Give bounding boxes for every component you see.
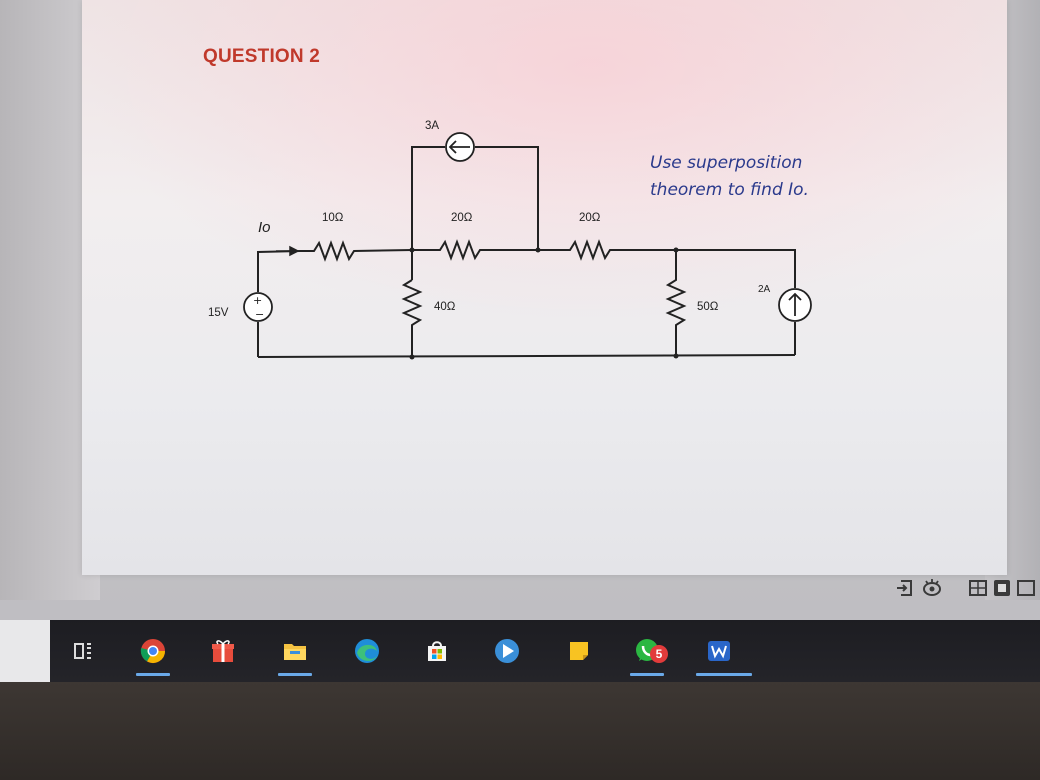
store-icon	[428, 641, 446, 661]
active-indicator	[696, 673, 752, 676]
svg-text:−: −	[255, 308, 264, 321]
file-explorer-icon	[284, 644, 306, 660]
voltage-source	[243, 292, 273, 322]
gift-button[interactable]	[200, 620, 246, 682]
active-indicator	[136, 673, 170, 676]
taskbar-left-edge	[0, 620, 50, 682]
instruction-text: Use superposition theorem to find Io.	[650, 150, 850, 204]
document-page	[82, 0, 1007, 575]
edge-icon	[355, 639, 379, 663]
wps-button[interactable]	[696, 620, 752, 682]
gift-icon	[212, 640, 234, 662]
file-explorer-button[interactable]	[272, 620, 318, 682]
wps-icon	[708, 641, 730, 661]
resistor-50-label: 50Ω	[697, 301, 719, 313]
media-player-button[interactable]	[484, 620, 530, 682]
store-button[interactable]	[414, 620, 460, 682]
active-indicator	[630, 673, 664, 676]
eye-icon[interactable]	[921, 577, 943, 599]
question-title: QUESTION 2	[203, 46, 321, 67]
circuit-diagram: + −	[243, 132, 812, 360]
resistor-40-label: 40Ω	[434, 301, 456, 313]
svg-text:+: +	[253, 294, 262, 307]
sticky-notes-icon	[570, 642, 588, 660]
active-indicator	[278, 673, 312, 676]
current-source-3a-label: 3A	[425, 120, 440, 132]
window-icon[interactable]	[1015, 577, 1037, 599]
task-view-icon	[74, 643, 91, 659]
voltage-source-label: 15V	[208, 307, 229, 319]
sticky-notes-button[interactable]	[556, 620, 602, 682]
current-label-io: Io	[258, 219, 271, 236]
whatsapp-button[interactable]: 5	[624, 620, 670, 682]
instruction-line-1: Use superposition	[650, 153, 803, 173]
chrome-button[interactable]	[130, 620, 176, 682]
instruction-line-2: theorem to find Io.	[650, 180, 809, 200]
current-source-2a-label: 2A	[758, 284, 771, 295]
chrome-icon	[140, 639, 165, 664]
resistor-20-middle-label: 20Ω	[451, 212, 473, 224]
layout-icon[interactable]	[967, 577, 989, 599]
media-play-icon	[495, 639, 519, 663]
task-view-button[interactable]	[60, 620, 106, 682]
edge-button[interactable]	[344, 620, 390, 682]
resistor-20-right-label: 20Ω	[579, 212, 601, 224]
page-view-icon[interactable]	[991, 577, 1013, 599]
sign-in-icon[interactable]	[896, 577, 918, 599]
laptop-bezel	[0, 682, 1040, 780]
resistor-10-label: 10Ω	[322, 212, 344, 224]
status-icons	[893, 575, 1040, 603]
taskbar	[0, 620, 1040, 682]
notification-badge: 5	[650, 645, 668, 663]
